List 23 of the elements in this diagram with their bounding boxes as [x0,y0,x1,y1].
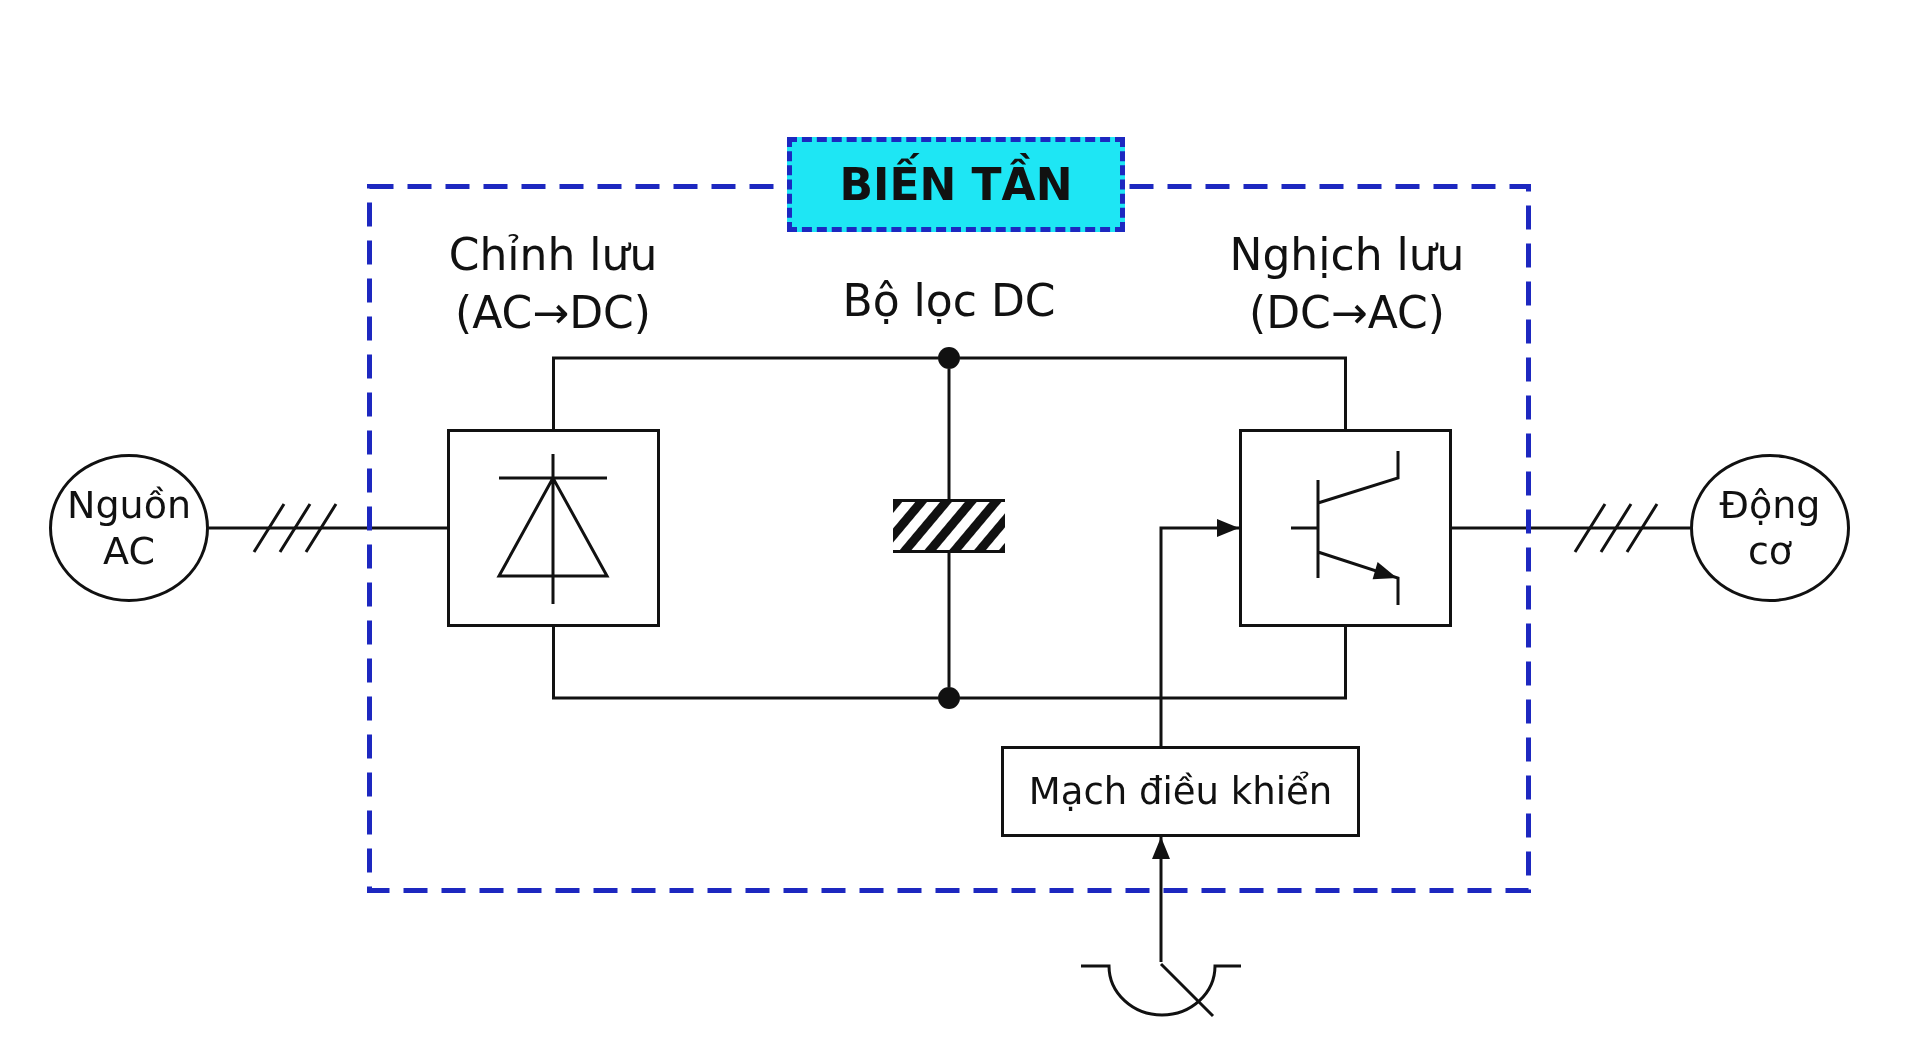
arrow [1152,837,1170,962]
block-label: Chỉnh lưu (AC→DC) [447,228,659,340]
junction-dot [938,347,960,369]
connector-line [947,553,951,687]
frame-title: BIẾN TẦN [787,137,1125,232]
node-label: Nguồn AC [66,482,192,574]
block-label: Nghịch lưu (DC→AC) [1228,228,1466,340]
node-label: Động cơ [1718,482,1822,574]
part-label: Bộ lọc DC [841,274,1057,328]
connector-line [1452,526,1690,530]
junction-dot [938,687,960,709]
node-label: Mạch điều khiển [1028,768,1333,815]
control-box [1001,746,1360,837]
connector-line [552,356,938,429]
dashed-frame [367,137,1531,893]
dial-symbol [1079,962,1243,1018]
connector-line [960,356,1347,429]
connector-line [947,369,951,499]
capacitor-symbol [893,499,1005,553]
connector-line [960,627,1347,700]
connector-line [552,627,938,700]
connector-line [209,526,447,530]
arrow [1159,519,1239,746]
